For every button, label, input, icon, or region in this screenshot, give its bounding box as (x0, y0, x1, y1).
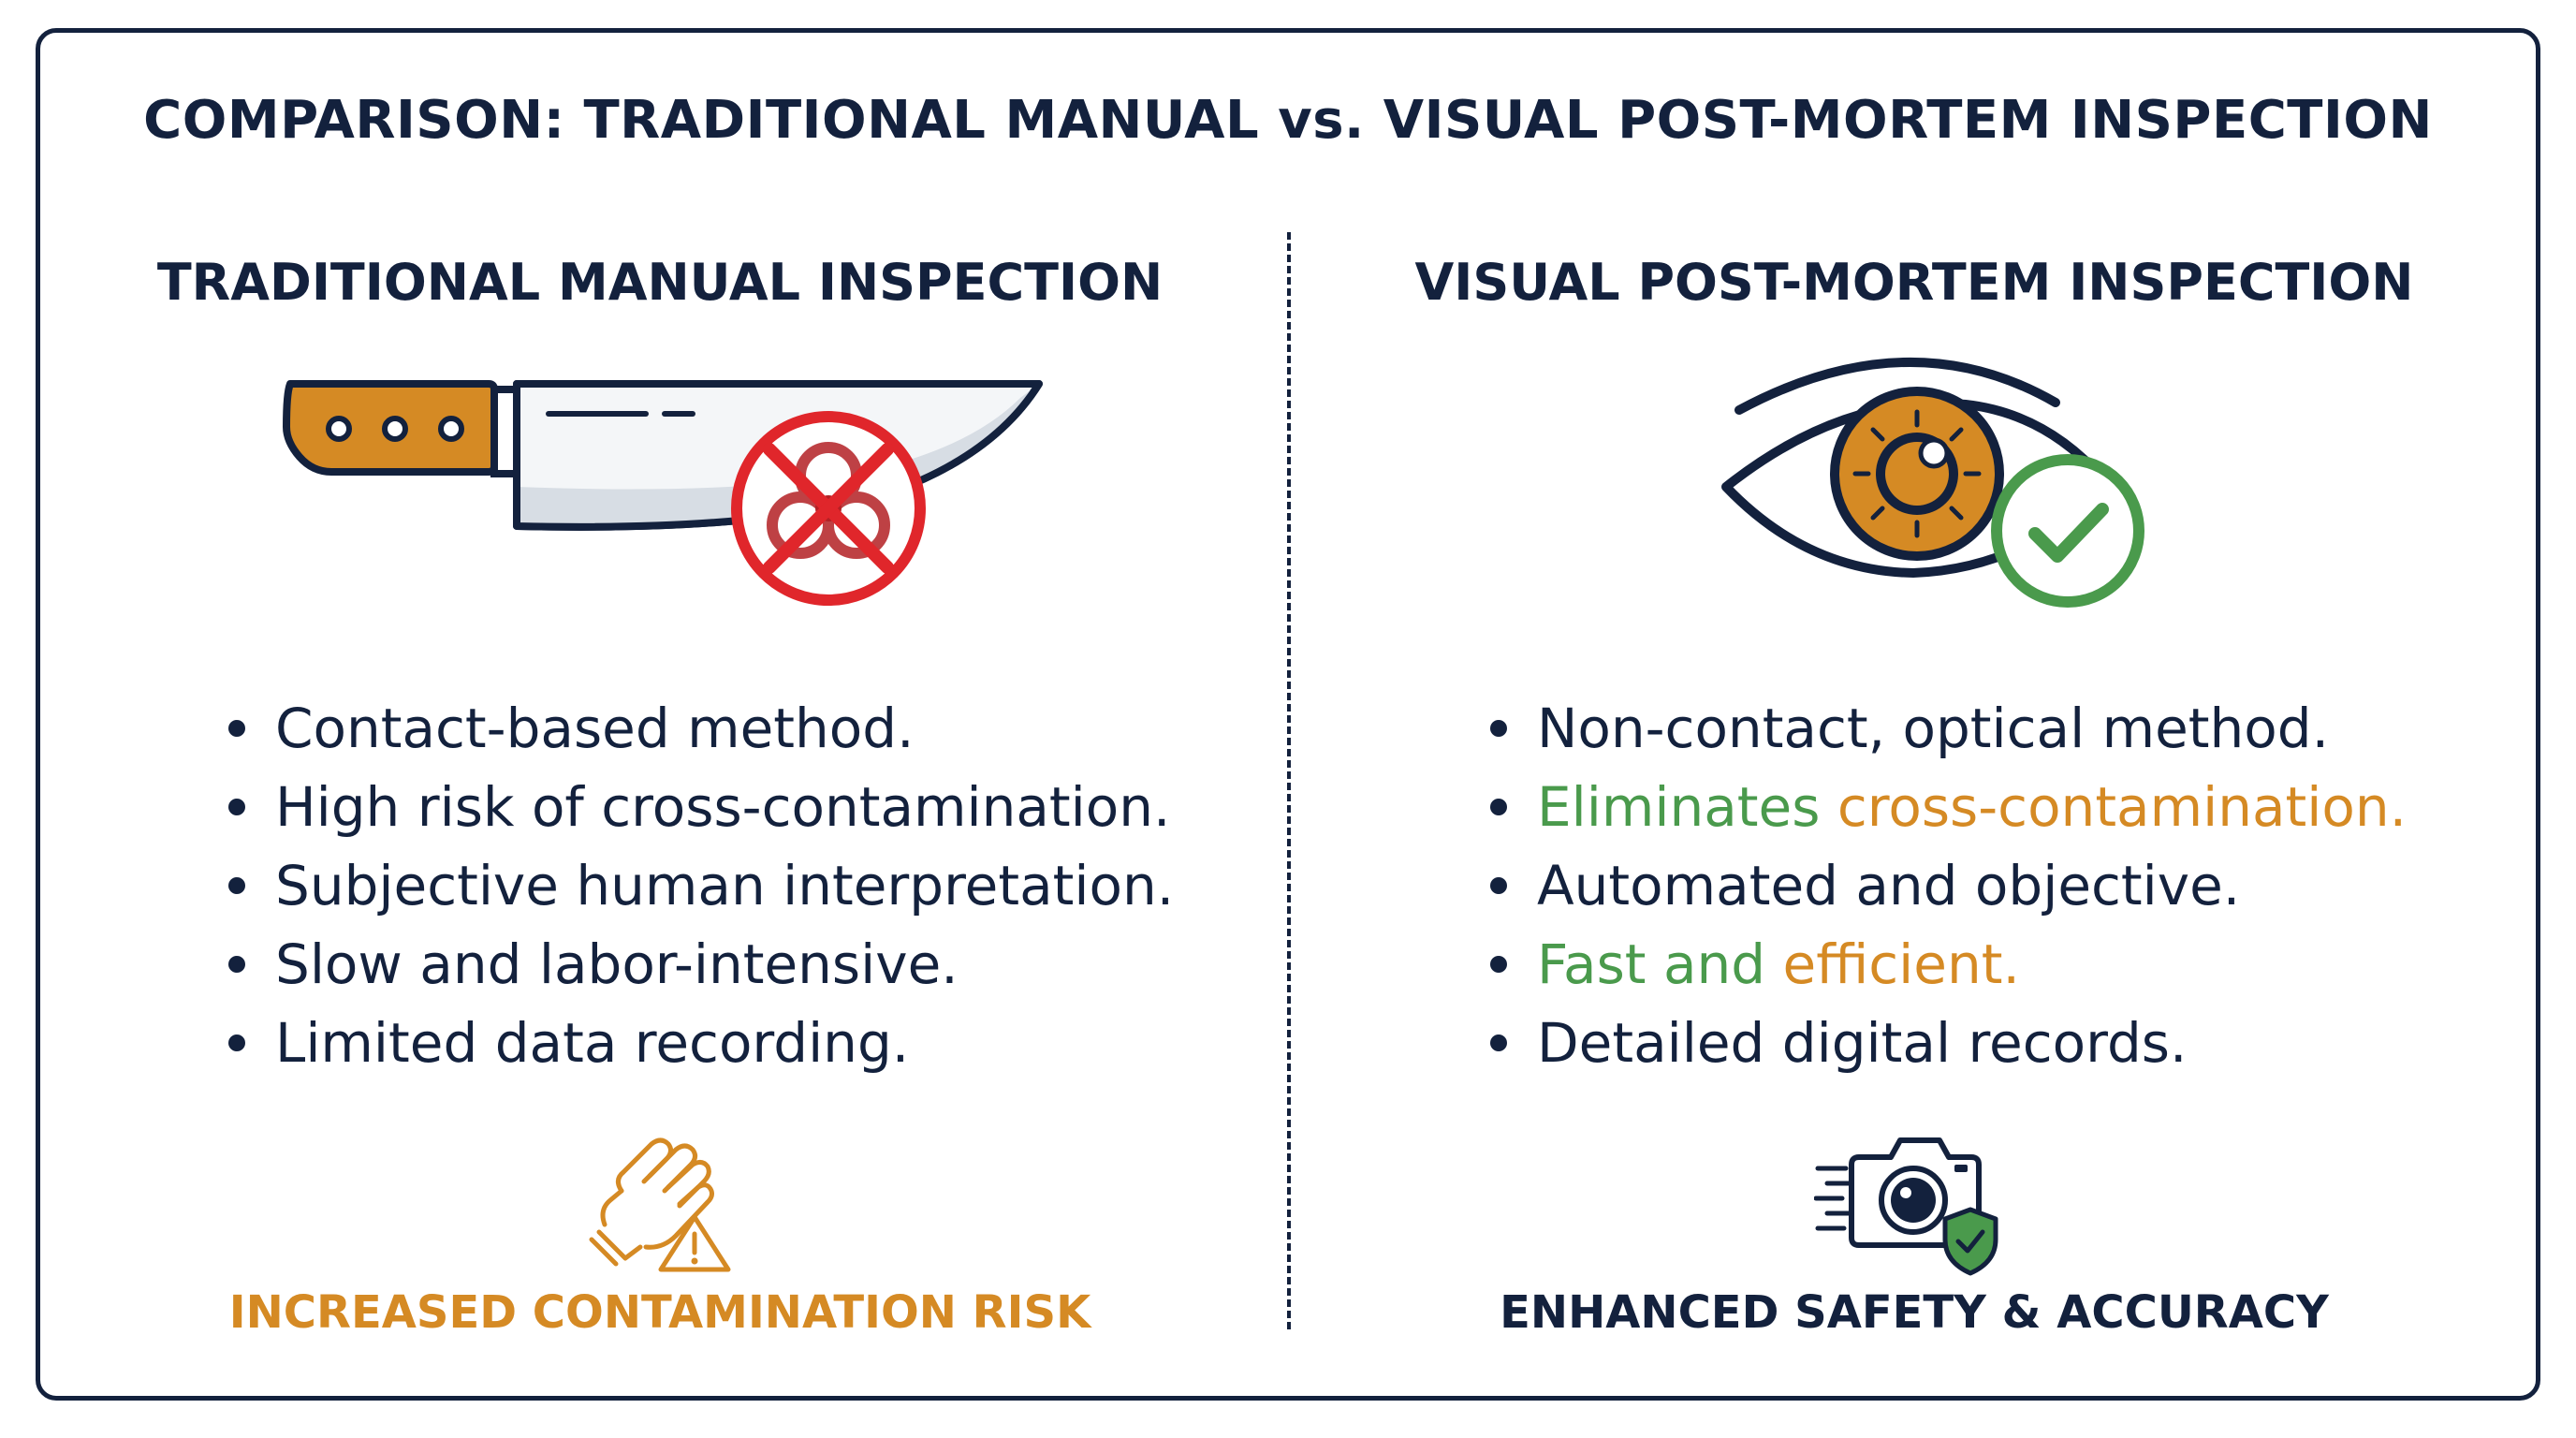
bullet-dot (1490, 877, 1507, 894)
hand-icon (578, 1131, 738, 1273)
list-item: Eliminates cross-contamination. (1486, 768, 2497, 846)
list-item: Slow and labor-intensive. (225, 925, 1217, 1004)
bullet-dot (228, 720, 245, 737)
list-item: Non-contact, optical method. (1486, 689, 2497, 768)
bullet-dot (228, 1034, 245, 1051)
list-item: Contact-based method. (225, 689, 1217, 768)
list-item: Detailed digital records. (1486, 1004, 2497, 1082)
bullet-dot (228, 799, 245, 815)
left-footer-label: INCREASED CONTAMINATION RISK (228, 1286, 1091, 1339)
left-bullet-list: Contact-based method. High risk of cross… (225, 689, 1217, 1082)
right-bullet-list: Non-contact, optical method. Eliminates … (1486, 689, 2497, 1082)
right-footer-label: ENHANCED SAFETY & ACCURACY (1500, 1286, 2329, 1339)
page-title: COMPARISON: TRADITIONAL MANUAL vs. VISUA… (143, 90, 2433, 151)
biohazard-prohibited-icon (728, 408, 929, 609)
check-circle-icon (1988, 451, 2147, 610)
list-item: High risk of cross-contamination. (225, 768, 1217, 846)
bullet-dot (228, 956, 245, 973)
bullet-dot (1490, 1034, 1507, 1051)
bullet-dot (228, 877, 245, 894)
knife-icon (271, 356, 1048, 609)
bullet-dot (1490, 799, 1507, 815)
list-item: Subjective human interpretation. (225, 846, 1217, 925)
camera-icon (1813, 1127, 2001, 1277)
list-item: Automated and objective. (1486, 846, 2497, 925)
right-column-heading: VISUAL POST-MORTEM INSPECTION (1414, 253, 2414, 312)
list-item: Limited data recording. (225, 1004, 1217, 1082)
column-divider (1287, 232, 1291, 1329)
bullet-dot (1490, 956, 1507, 973)
list-item: Fast and efficient. (1486, 925, 2497, 1004)
shield-check-icon (1939, 1206, 2001, 1277)
left-column-heading: TRADITIONAL MANUAL INSPECTION (156, 253, 1164, 312)
eye-icon (1713, 356, 2162, 618)
bullet-dot (1490, 720, 1507, 737)
